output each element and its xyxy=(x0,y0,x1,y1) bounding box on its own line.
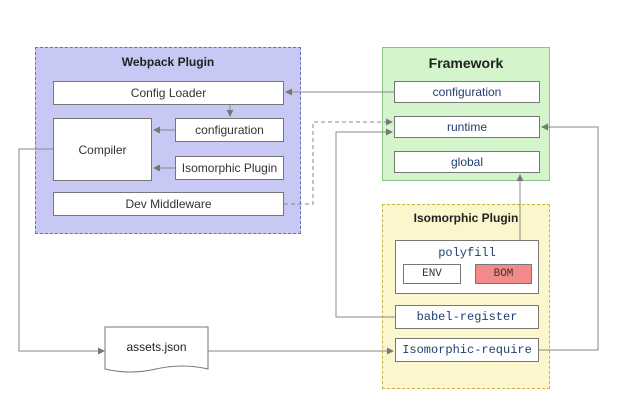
framework-configuration-box: configuration xyxy=(394,81,540,103)
compiler-box: Compiler xyxy=(53,118,152,181)
config-loader-box: Config Loader xyxy=(53,81,284,105)
babel-register-box: babel-register xyxy=(395,305,539,329)
assets-document-shape xyxy=(104,326,209,373)
arrow-isomorphic-require-to-runtime xyxy=(539,123,599,351)
global-box: global xyxy=(394,151,540,173)
arrow-dev-middleware-to-runtime xyxy=(284,118,393,205)
dev-middleware-box: Dev Middleware xyxy=(53,192,284,216)
runtime-box: runtime xyxy=(394,116,540,138)
assets-json-label: assets.json xyxy=(126,340,187,354)
isomorphic-plugin-title: Isomorphic Plugin xyxy=(413,211,519,225)
polyfill-label: polyfill xyxy=(438,246,496,260)
isomorphic-require-box: Isomorphic-require xyxy=(395,338,539,362)
framework-title: Framework xyxy=(428,55,504,71)
webpack-configuration-box: configuration xyxy=(175,118,284,142)
webpack-plugin-title: Webpack Plugin xyxy=(121,55,215,69)
env-box: ENV xyxy=(403,264,461,284)
arrow-babel-register-to-runtime xyxy=(335,128,395,318)
polyfill-box: polyfill ENV BOM xyxy=(395,240,539,294)
isomorphic-plugin-box: Isomorphic Plugin xyxy=(175,156,284,180)
arrow-compiler-to-assets xyxy=(18,148,105,355)
bom-box: BOM xyxy=(475,264,532,284)
